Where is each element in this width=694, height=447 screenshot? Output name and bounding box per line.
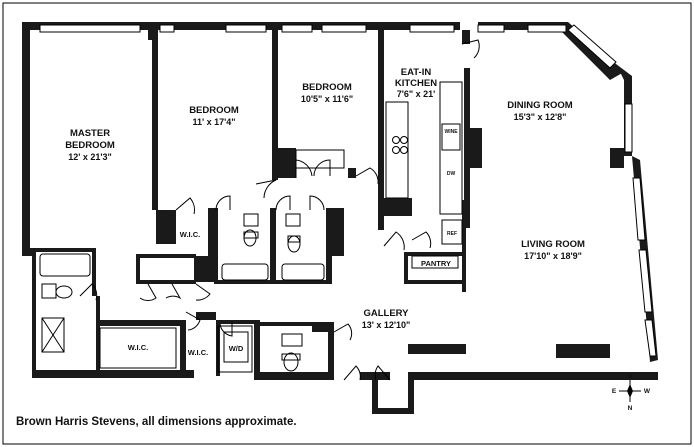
living-name: LIVING ROOM — [521, 239, 585, 250]
doors — [79, 39, 480, 381]
compass-rose: S N E W — [612, 373, 651, 412]
compass-north: N — [628, 405, 633, 412]
gallery-name: GALLERY — [363, 308, 409, 319]
wd-label: W/D — [229, 344, 244, 353]
fixtures — [39, 81, 463, 373]
dining-name: DINING ROOM — [507, 100, 573, 111]
dining-dims: 15'3" x 12'8" — [514, 112, 567, 122]
kitchen-counter — [385, 101, 409, 199]
bedroom1-dims: 11' x 17'4" — [192, 117, 235, 127]
compass-south: S — [628, 373, 633, 380]
compass-west: W — [644, 388, 651, 395]
master-dims: 12' x 21'3" — [68, 152, 112, 162]
room-labels: MASTER BEDROOM 12' x 21'3" BEDROOM 11' x… — [65, 67, 585, 330]
bedroom2-dims: 10'5" x 11'6" — [301, 94, 353, 104]
kitchen-name-line1: EAT-IN — [401, 67, 432, 78]
dw-label: DW — [447, 171, 456, 177]
bathtub-2 — [281, 263, 325, 281]
kitchen-sink — [441, 123, 461, 151]
living-dims: 17'10" x 18'9" — [524, 251, 582, 261]
walk-in-closet-box — [99, 327, 177, 369]
wine-label: WINE — [444, 129, 458, 135]
kitchen-name-line2: KITCHEN — [395, 78, 437, 89]
gallery-dims: 13' x 12'10" — [362, 320, 411, 330]
kitchen-dims: 7'6" x 21' — [397, 89, 436, 99]
windows — [39, 24, 657, 357]
wic-label-3: W.I.C. — [188, 348, 208, 357]
bedroom2-name: BEDROOM — [302, 82, 352, 93]
pantry-label: PANTRY — [421, 259, 451, 268]
shower — [41, 317, 65, 353]
master-name-line1: MASTER — [70, 128, 110, 139]
wic-label-1: W.I.C. — [180, 230, 200, 239]
bathtub — [221, 263, 269, 281]
bedroom1-name: BEDROOM — [189, 105, 239, 116]
master-name-line2: BEDROOM — [65, 140, 115, 151]
wic-label-2: W.I.C. — [128, 343, 148, 352]
fixture-labels: W.I.C. W.I.C. W.I.C. W/D PANTRY WINE DW … — [128, 129, 458, 357]
kitchen-counter-right — [439, 81, 463, 215]
interior-walls — [36, 30, 624, 376]
compass-east: E — [612, 388, 617, 395]
ref-label: REF — [447, 231, 457, 237]
credit-line: Brown Harris Stevens, all dimensions app… — [16, 416, 297, 428]
